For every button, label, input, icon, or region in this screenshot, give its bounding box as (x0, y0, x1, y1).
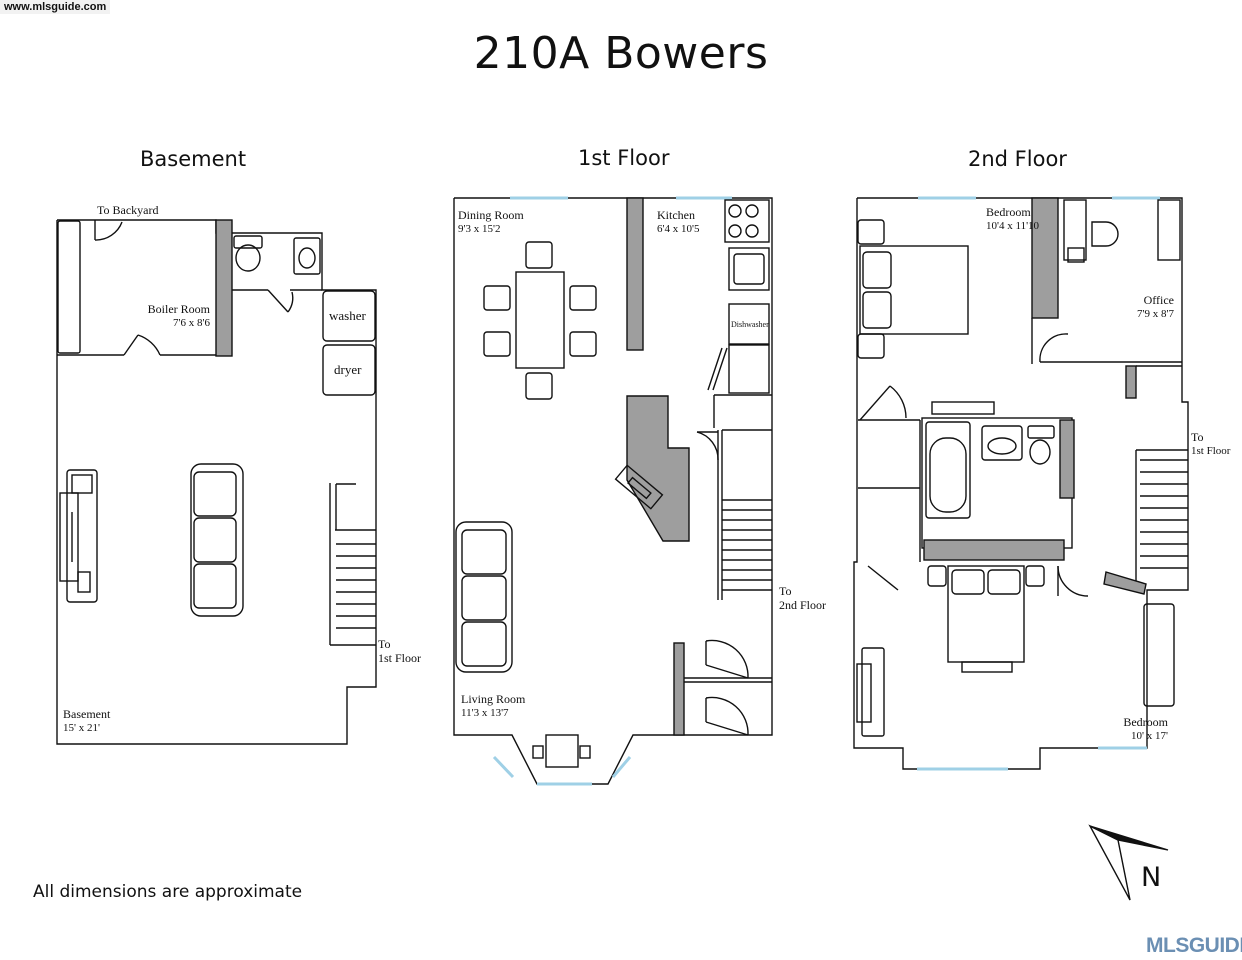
basement-stairs-floor: 1st Floor (378, 651, 422, 665)
kitchen-sink (728, 247, 770, 291)
second-floor-media-console (861, 647, 885, 737)
second-floor-outline (853, 197, 1189, 770)
office-wall (1031, 197, 1059, 319)
brand-logo: MLSGUIDE (1146, 934, 1242, 957)
second-floor-stairs-label: To 1st Floor (1191, 430, 1230, 458)
basement-room-label: Basement 15' x 21' (63, 707, 110, 735)
first-stairs-to: To (779, 584, 792, 598)
second-stairs-to: To (1191, 430, 1204, 444)
dryer-label: dryer (334, 362, 362, 377)
office-desk (1063, 199, 1087, 261)
dining-table (515, 271, 565, 369)
second-stairs-floor: 1st Floor (1191, 445, 1231, 457)
approximate-note: All dimensions are approximate (33, 882, 303, 902)
bottom-bedroom-bed (947, 565, 1025, 663)
top-bedroom-name: Bedroom (986, 205, 1031, 219)
bottom-bedroom-label: Bedroom 10' x 17' (1100, 715, 1168, 743)
basement-title: Basement (140, 147, 247, 171)
kitchen-divider-wall (626, 197, 644, 351)
top-bedroom-bed (859, 245, 969, 335)
washer-box (322, 290, 376, 342)
living-room-table (545, 734, 579, 768)
first-floor-tv (614, 464, 664, 510)
basement-room-dim: 15' x 21' (63, 722, 100, 734)
first-floor-stairs-label: To 2nd Floor (779, 584, 826, 612)
basement-stairs-to: To (378, 637, 391, 651)
second-floor-title: 2nd Floor (968, 147, 1067, 171)
office-name: Office (1143, 293, 1174, 307)
basement-stairs-label: To 1st Floor (378, 637, 421, 665)
living-room-sofa (455, 521, 513, 673)
dining-room-dim: 9'3 x 15'2 (458, 223, 501, 235)
second-floor-plan (853, 196, 1189, 771)
first-stairs-floor: 2nd Floor (779, 598, 827, 612)
first-floor-outline (453, 197, 773, 785)
chimney (626, 395, 690, 542)
north-arrow-icon (1088, 824, 1169, 901)
page-title: 210A Bowers (473, 28, 769, 79)
living-room-name: Living Room (461, 692, 526, 706)
kitchen-dim: 6'4 x 10'5 (657, 223, 700, 235)
dining-room-name: Dining Room (458, 208, 524, 222)
bottom-bedroom-dim: 10' x 17' (1131, 730, 1168, 742)
dishwasher-label: Dishwasher (731, 320, 769, 329)
basement-media-console (66, 469, 98, 603)
stove (724, 199, 770, 243)
basement-plan (56, 219, 377, 745)
kitchen-name: Kitchen (657, 208, 695, 222)
dryer-box (322, 344, 376, 396)
top-bedroom-dim: 10'4 x 11'10 (986, 220, 1040, 232)
kitchen-label: Kitchen 6'4 x 10'5 (657, 208, 699, 236)
boiler-room-wall (215, 219, 233, 357)
basement-stairs (329, 483, 376, 646)
boiler-room-name: Boiler Room (147, 302, 210, 316)
living-room-label: Living Room 11'3 x 13'7 (461, 692, 525, 720)
first-floor-title: 1st Floor (578, 146, 670, 170)
watermark: www.mlsguide.com (0, 0, 111, 14)
hall-dresser (931, 401, 995, 415)
washer-label: washer (329, 308, 366, 323)
basement-sofa (190, 463, 244, 617)
bottom-bedroom-name: Bedroom (1123, 715, 1168, 729)
first-floor-stairs (717, 429, 772, 600)
living-room-dim: 11'3 x 13'7 (461, 707, 509, 719)
basement-room-name: Basement (63, 707, 111, 721)
bottom-bedroom-wardrobe (1143, 603, 1175, 707)
top-bedroom-label: Bedroom 10'4 x 11'10 (986, 205, 1039, 233)
office-dim: 7'9 x 8'7 (1137, 308, 1174, 320)
dining-room-label: Dining Room 9'3 x 15'2 (458, 208, 524, 236)
boiler-room-dim: 7'6 x 8'6 (173, 317, 210, 329)
boiler-room-label: Boiler Room 7'6 x 8'6 (130, 302, 210, 330)
dishwasher-box (728, 303, 770, 345)
to-backyard-label: To Backyard (97, 203, 159, 217)
first-floor-plan (453, 196, 773, 786)
office-label: Office 7'9 x 8'7 (1110, 293, 1174, 321)
north-label: N (1141, 862, 1162, 893)
second-floor-stairs (1135, 449, 1188, 588)
